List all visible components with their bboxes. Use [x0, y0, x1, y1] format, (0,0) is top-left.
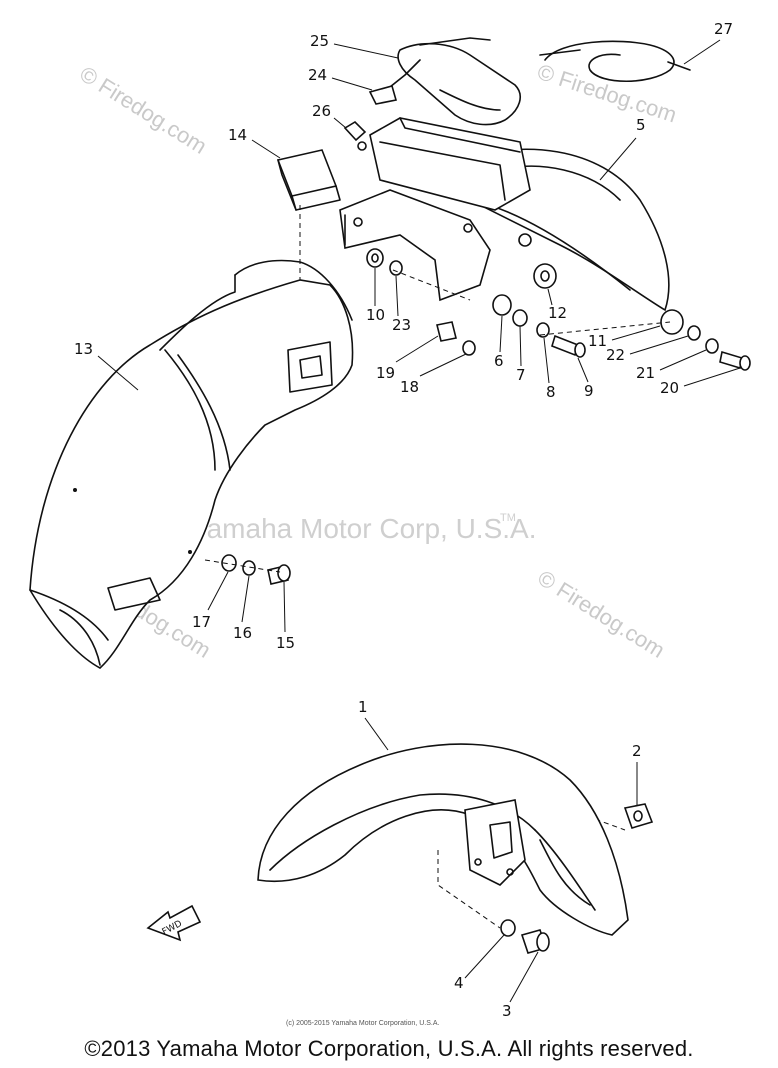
watermark-firedog-top-right: © Firedog.com — [534, 59, 679, 127]
hardware-parts — [221, 248, 751, 585]
washer-part-4 — [500, 919, 516, 937]
callout-label-4: 4 — [454, 974, 464, 992]
callout-label-9: 9 — [584, 382, 594, 400]
callout-19: 19 — [376, 335, 439, 382]
callout-2: 2 — [632, 742, 642, 805]
watermark-firedog-top-left: © Firedog.com — [75, 61, 211, 159]
callout-6: 6 — [494, 315, 504, 370]
bolt-part-3 — [520, 929, 550, 954]
callout-27: 27 — [683, 20, 733, 65]
fwd-arrow-icon: FWD — [146, 904, 202, 942]
footer-copyright: ©2013 Yamaha Motor Corporation, U.S.A. A… — [84, 1036, 694, 1061]
callout-label-19: 19 — [376, 364, 395, 382]
callout-23: 23 — [392, 275, 411, 334]
callout-17: 17 — [192, 571, 229, 631]
callout-label-1: 1 — [358, 698, 368, 716]
callout-label-20: 20 — [660, 379, 679, 397]
callout-8: 8 — [543, 337, 556, 401]
callout-label-6: 6 — [494, 352, 504, 370]
callout-label-17: 17 — [192, 613, 211, 631]
watermark-firedog-mid-right: © Firedog.com — [533, 565, 669, 663]
callout-label-23: 23 — [392, 316, 411, 334]
callout-22: 22 — [606, 335, 689, 364]
callout-5: 5 — [599, 116, 646, 181]
callout-14: 14 — [228, 126, 281, 159]
callout-label-14: 14 — [228, 126, 247, 144]
callout-label-3: 3 — [502, 1002, 512, 1020]
small-copyright: (c) 2005-2015 Yamaha Motor Corporation, … — [286, 1020, 439, 1027]
callout-label-22: 22 — [606, 346, 625, 364]
callout-label-13: 13 — [74, 340, 93, 358]
plug-part-2 — [623, 803, 654, 829]
callout-13: 13 — [74, 340, 139, 391]
callout-label-8: 8 — [546, 383, 556, 401]
cable-part-27 — [539, 40, 691, 83]
callout-15: 15 — [276, 581, 295, 652]
tool-pouch-part-24-25 — [368, 37, 521, 126]
tool-tray-part — [339, 117, 532, 302]
callout-9: 9 — [577, 357, 594, 400]
watermark-tm: TM — [500, 512, 516, 524]
callout-label-25: 25 — [310, 32, 329, 50]
callout-11: 11 — [588, 325, 661, 350]
reflector-part-14 — [276, 149, 341, 211]
callout-label-24: 24 — [308, 66, 327, 84]
bolt-part-26 — [343, 120, 367, 151]
callout-label-10: 10 — [366, 306, 385, 324]
callout-label-7: 7 — [516, 366, 526, 384]
callout-18: 18 — [400, 353, 467, 396]
callout-26: 26 — [312, 102, 347, 129]
front-fender-part-1 — [257, 743, 629, 936]
callout-25: 25 — [310, 32, 399, 59]
callout-20: 20 — [660, 367, 741, 397]
callout-label-11: 11 — [588, 332, 607, 350]
rear-fender-part-13 — [29, 259, 354, 669]
callout-24: 24 — [308, 66, 373, 91]
callout-label-26: 26 — [312, 102, 331, 120]
callout-label-15: 15 — [276, 634, 295, 652]
callout-label-16: 16 — [233, 624, 252, 642]
callout-label-5: 5 — [636, 116, 646, 134]
callout-label-2: 2 — [632, 742, 642, 760]
callout-label-21: 21 — [636, 364, 655, 382]
callout-label-27: 27 — [714, 20, 733, 38]
callout-12: 12 — [547, 288, 567, 322]
callout-7: 7 — [516, 325, 526, 384]
callout-3: 3 — [502, 951, 539, 1020]
callout-10: 10 — [366, 268, 385, 324]
callout-1: 1 — [358, 698, 389, 751]
callout-16: 16 — [233, 575, 252, 642]
callout-label-18: 18 — [400, 378, 419, 396]
callout-21: 21 — [636, 349, 707, 382]
callout-label-12: 12 — [548, 304, 567, 322]
watermark-yamaha-center: Yamaha Motor Corp, U.S.A. — [190, 513, 537, 544]
callout-4: 4 — [454, 934, 505, 992]
